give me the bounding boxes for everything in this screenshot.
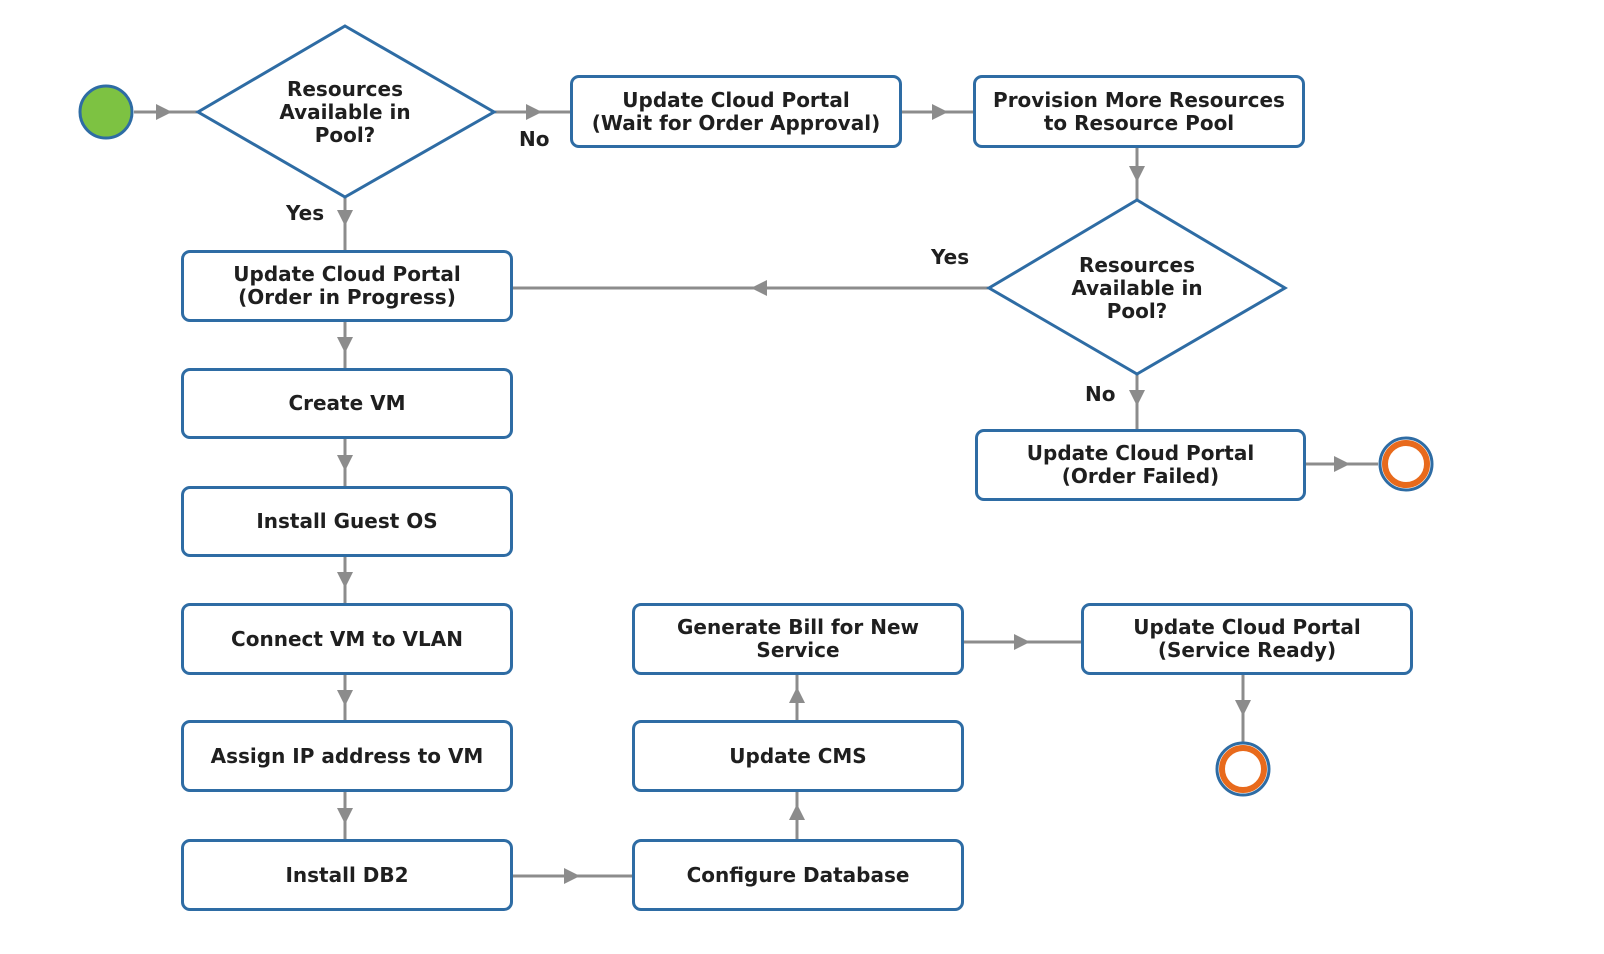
decision-diamond-1: [195, 24, 498, 199]
arrow-decision2-no: [1129, 390, 1145, 406]
decision-diamond-2: [986, 198, 1288, 376]
arrow-wait-to-provision: [932, 104, 948, 120]
label-yes-decision2: Yes: [931, 245, 970, 269]
arrow-createvm-to-os: [337, 455, 353, 471]
label-no-decision2: No: [1085, 382, 1116, 406]
arrow-bill-to-ready: [1014, 634, 1030, 650]
start-node: [78, 84, 134, 140]
process-configure-database: Configure Database: [632, 839, 964, 911]
process-generate-bill: Generate Bill for New Service: [632, 603, 964, 675]
process-create-vm: Create VM: [181, 368, 513, 439]
process-update-cms: Update CMS: [632, 720, 964, 792]
end-node-ready: [1215, 741, 1271, 797]
process-update-order-progress: Update Cloud Portal (Order in Progress): [181, 250, 513, 322]
arrow-decision1-no: [526, 104, 542, 120]
process-install-db2: Install DB2: [181, 839, 513, 911]
process-connect-vm-vlan: Connect VM to VLAN: [181, 603, 513, 675]
arrow-vlan-to-ip: [337, 690, 353, 706]
process-install-guest-os: Install Guest OS: [181, 486, 513, 557]
label-yes-decision1: Yes: [286, 201, 325, 225]
arrow-start-to-decision1: [156, 104, 172, 120]
process-assign-ip: Assign IP address to VM: [181, 720, 513, 792]
arrow-decision2-yes: [751, 280, 767, 296]
arrow-progress-to-createvm: [337, 337, 353, 353]
end-node-failed: [1378, 436, 1434, 492]
decision-2-text: Resources Available in Pool?: [1071, 252, 1203, 323]
process-provision-resources: Provision More Resources to Resource Poo…: [973, 75, 1305, 148]
arrow-ip-to-db2: [337, 808, 353, 824]
arrow-failed-to-end: [1334, 456, 1350, 472]
arrow-provision-to-decision2: [1129, 166, 1145, 182]
arrow-configure-to-cms: [789, 804, 805, 820]
arrow-os-to-vlan: [337, 572, 353, 588]
arrow-decision1-yes: [337, 210, 353, 226]
arrow-ready-to-end: [1235, 700, 1251, 716]
process-update-order-failed: Update Cloud Portal (Order Failed): [975, 429, 1306, 501]
arrow-db2-to-configure: [564, 868, 580, 884]
decision-1-text: Resources Available in Pool?: [279, 76, 411, 147]
process-update-wait-approval: Update Cloud Portal (Wait for Order Appr…: [570, 75, 902, 148]
process-update-service-ready: Update Cloud Portal (Service Ready): [1081, 603, 1413, 675]
arrow-cms-to-bill: [789, 687, 805, 703]
label-no-decision1: No: [519, 127, 550, 151]
